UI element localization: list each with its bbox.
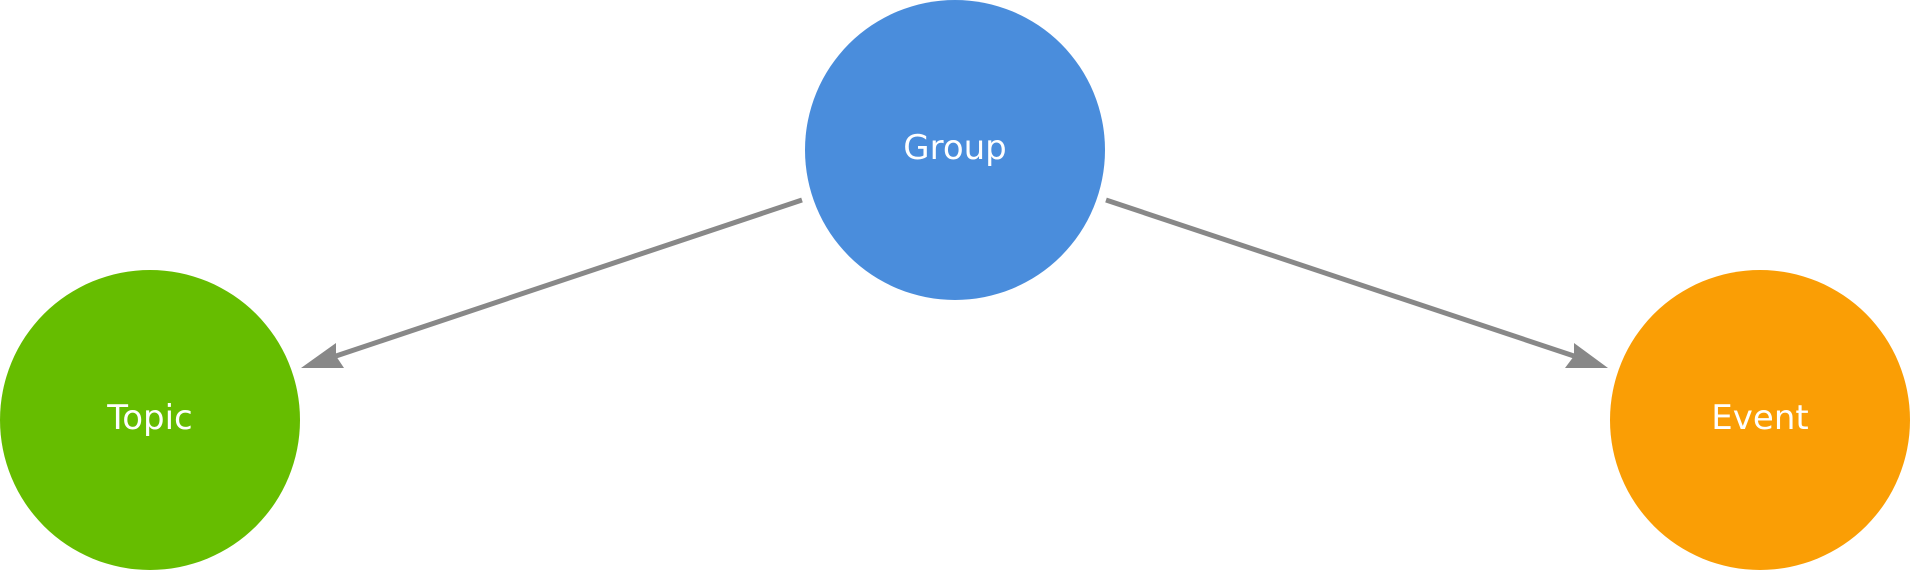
node-group[interactable]: Group [805,0,1105,300]
node-event[interactable]: Event [1610,270,1910,570]
node-group-circle [805,0,1105,300]
node-topic-circle [0,270,300,570]
node-group-label: Group [903,128,1007,168]
node-topic[interactable]: Topic [0,270,300,570]
arrowhead-icon [301,343,344,368]
edge-line [335,197,803,359]
edge-group-to-topic [301,197,803,368]
edge-group-to-event [1105,197,1608,368]
edge-line [1105,197,1575,359]
node-event-circle [1610,270,1910,570]
arrowhead-icon [1565,343,1608,368]
node-event-label: Event [1711,398,1808,438]
node-topic-label: Topic [106,398,193,438]
